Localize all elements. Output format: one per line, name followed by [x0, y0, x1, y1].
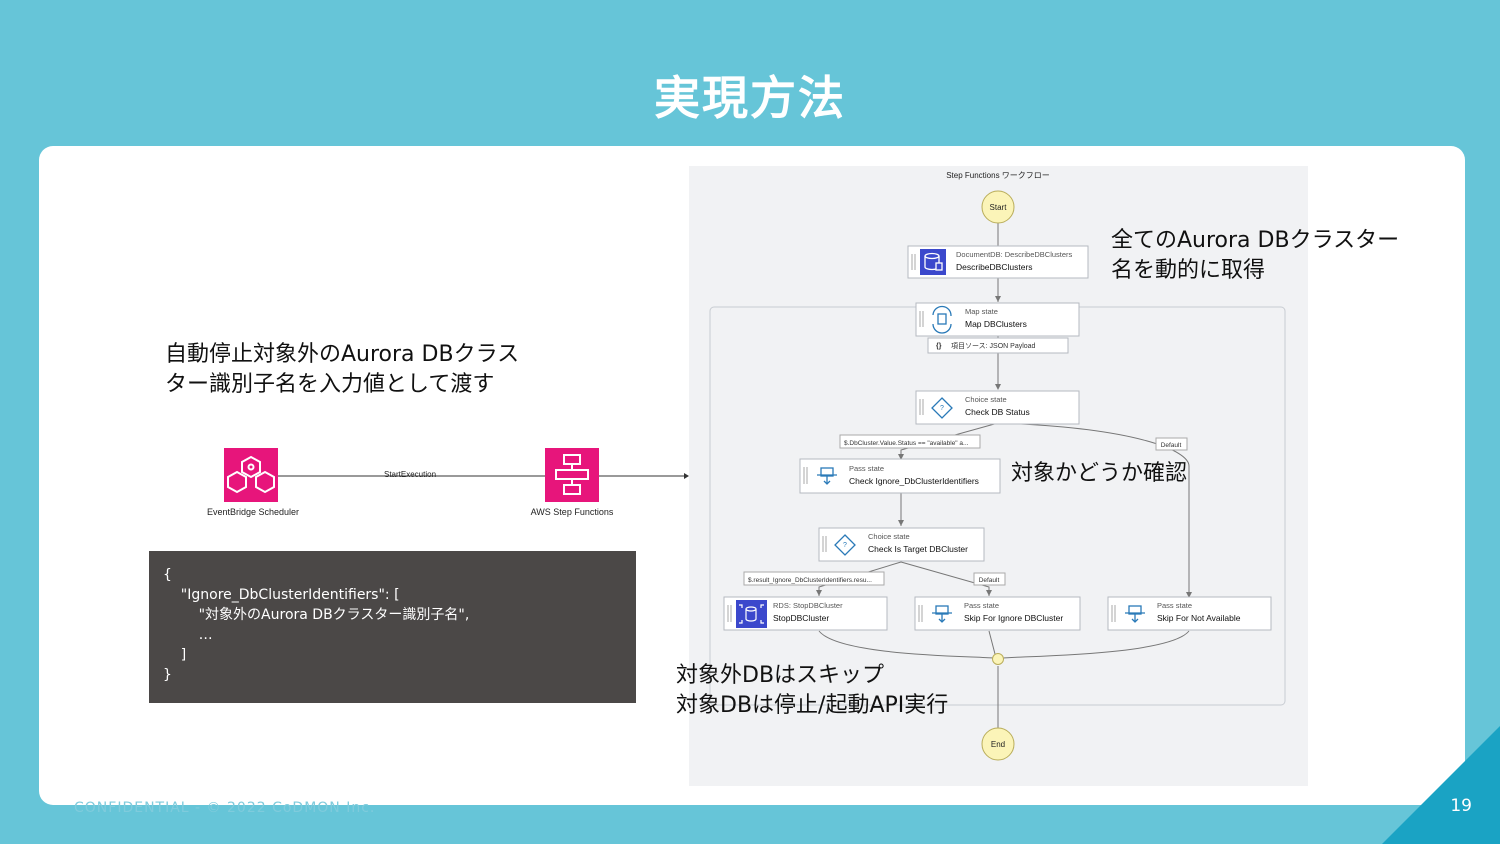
- condition1-badge: [839, 434, 981, 449]
- database-icon: [924, 252, 943, 271]
- code-line: …: [163, 627, 213, 643]
- pass-icon: [1125, 605, 1145, 623]
- workflow-title: Step Functions ワークフロー: [946, 171, 1050, 180]
- page-number: 19: [1450, 796, 1472, 816]
- describe-note: 全てのAurora DBクラスター 名を動的に取得: [1111, 226, 1399, 286]
- eventbridge-label: EventBridge Scheduler: [207, 507, 299, 517]
- describe-note-line2: 名を動的に取得: [1111, 258, 1266, 283]
- svg-text:?: ?: [843, 542, 847, 549]
- default2-label: Default: [979, 577, 1000, 584]
- choice-icon: ?: [931, 397, 953, 419]
- end-node: [981, 727, 1015, 761]
- default1-badge: [1155, 437, 1188, 451]
- condition1-label: $.DbCluster.Value.Status == "available" …: [844, 440, 969, 447]
- code-line: }: [163, 667, 172, 683]
- pass2-name: Skip For Ignore DBCluster: [964, 613, 1063, 623]
- end-label: End: [991, 740, 1005, 749]
- rds-name: StopDBCluster: [773, 613, 829, 623]
- map-type: Map state: [965, 307, 998, 316]
- action-note-line2: 対象DBは停止/起動API実行: [676, 693, 949, 718]
- workflow-panel: Step Functions ワークフロー: [689, 166, 1308, 786]
- rds-type: RDS: StopDBCluster: [773, 601, 843, 610]
- default1-label: Default: [1161, 442, 1182, 449]
- pass-icon: [932, 605, 952, 623]
- choice2-name: Check Is Target DBCluster: [868, 544, 968, 554]
- choice1-name: Check DB Status: [965, 407, 1030, 417]
- stop-dbcluster-state[interactable]: RDS: StopDBCluster StopDBCluster: [723, 596, 888, 631]
- pass1-name: Check Ignore_DbClusterIdentifiers: [849, 476, 979, 486]
- merge-node: [992, 653, 1004, 665]
- map-icon: [932, 305, 952, 334]
- describe-dbclusters-state[interactable]: DocumentDB: DescribeDBClusters DescribeD…: [907, 245, 1089, 279]
- map-dbclusters-state[interactable]: Map state Map DBClusters: [915, 302, 1080, 337]
- input-json-code: { "Ignore_DbClusterIdentifiers": [ "対象外の…: [149, 551, 636, 703]
- code-line: ]: [163, 647, 187, 663]
- code-line: "対象外のAurora DBクラスター識別子名",: [163, 607, 470, 623]
- pass1-type: Pass state: [849, 464, 884, 473]
- default2-badge: [973, 572, 1006, 586]
- workflow-diagram: Step Functions ワークフロー: [709, 171, 1286, 761]
- choice1-type: Choice state: [965, 395, 1007, 404]
- slide-title: 実現方法: [654, 71, 846, 125]
- map-name: Map DBClusters: [965, 319, 1027, 329]
- pass3-name: Skip For Not Available: [1157, 613, 1241, 623]
- skip-ignore-state[interactable]: Pass state Skip For Ignore DBCluster: [914, 596, 1081, 631]
- svg-text:?: ?: [940, 405, 944, 412]
- corner-accent: [1382, 726, 1500, 844]
- code-line: {: [163, 567, 172, 583]
- action-note: 対象外DBはスキップ 対象DBは停止/起動API実行: [676, 661, 948, 721]
- start-label: Start: [990, 203, 1008, 212]
- describe-type: DocumentDB: DescribeDBClusters: [956, 250, 1073, 259]
- check-note-text: 対象かどうか確認: [1011, 461, 1188, 486]
- pipeline-diagram: EventBridge Scheduler StartExecution AWS…: [207, 448, 689, 517]
- braces-icon: {}: [936, 343, 942, 350]
- check-note: 対象かどうか確認: [1011, 459, 1187, 489]
- condition2-label: $.result_Ignore_DbClusterIdentifiers.res…: [748, 577, 872, 584]
- choice2-type: Choice state: [868, 532, 910, 541]
- confidential-footer: CONFIDENTIAL - © 2022 CoDMON Inc.: [74, 800, 376, 816]
- pass-icon: [817, 467, 837, 485]
- describe-note-line1: 全てのAurora DBクラスター: [1111, 228, 1400, 253]
- skip-not-available-state[interactable]: Pass state Skip For Not Available: [1107, 596, 1272, 631]
- map-item-source: 項目ソース: JSON Payload: [951, 342, 1036, 350]
- action-note-line1: 対象外DBはスキップ: [676, 663, 885, 688]
- condition2-badge: [743, 571, 885, 586]
- input-note-line1: 自動停止対象外のAurora DBクラス: [165, 342, 520, 367]
- describe-name: DescribeDBClusters: [956, 262, 1033, 272]
- start-execution-label: StartExecution: [384, 470, 436, 479]
- step-functions-label: AWS Step Functions: [531, 507, 614, 517]
- input-note: 自動停止対象外のAurora DBクラス ター識別子名を入力値として渡す: [165, 340, 519, 400]
- output-arrowhead: [684, 473, 689, 479]
- choice-icon: ?: [834, 534, 856, 556]
- map-item-source-badge: [927, 337, 1069, 354]
- code-line: "Ignore_DbClusterIdentifiers": [: [163, 587, 400, 603]
- pass3-type: Pass state: [1157, 601, 1192, 610]
- start-node: [981, 190, 1015, 224]
- pass2-type: Pass state: [964, 601, 999, 610]
- check-db-status-state[interactable]: ? Choice state Check DB Status: [915, 390, 1080, 425]
- check-ignore-state[interactable]: Pass state Check Ignore_DbClusterIdentif…: [799, 458, 1001, 494]
- check-is-target-state[interactable]: ? Choice state Check Is Target DBCluster: [818, 527, 985, 562]
- rds-icon: [739, 604, 764, 624]
- input-note-line2: ター識別子名を入力値として渡す: [165, 372, 495, 397]
- step-functions-icon: [545, 448, 599, 502]
- eventbridge-scheduler-icon: [224, 448, 278, 502]
